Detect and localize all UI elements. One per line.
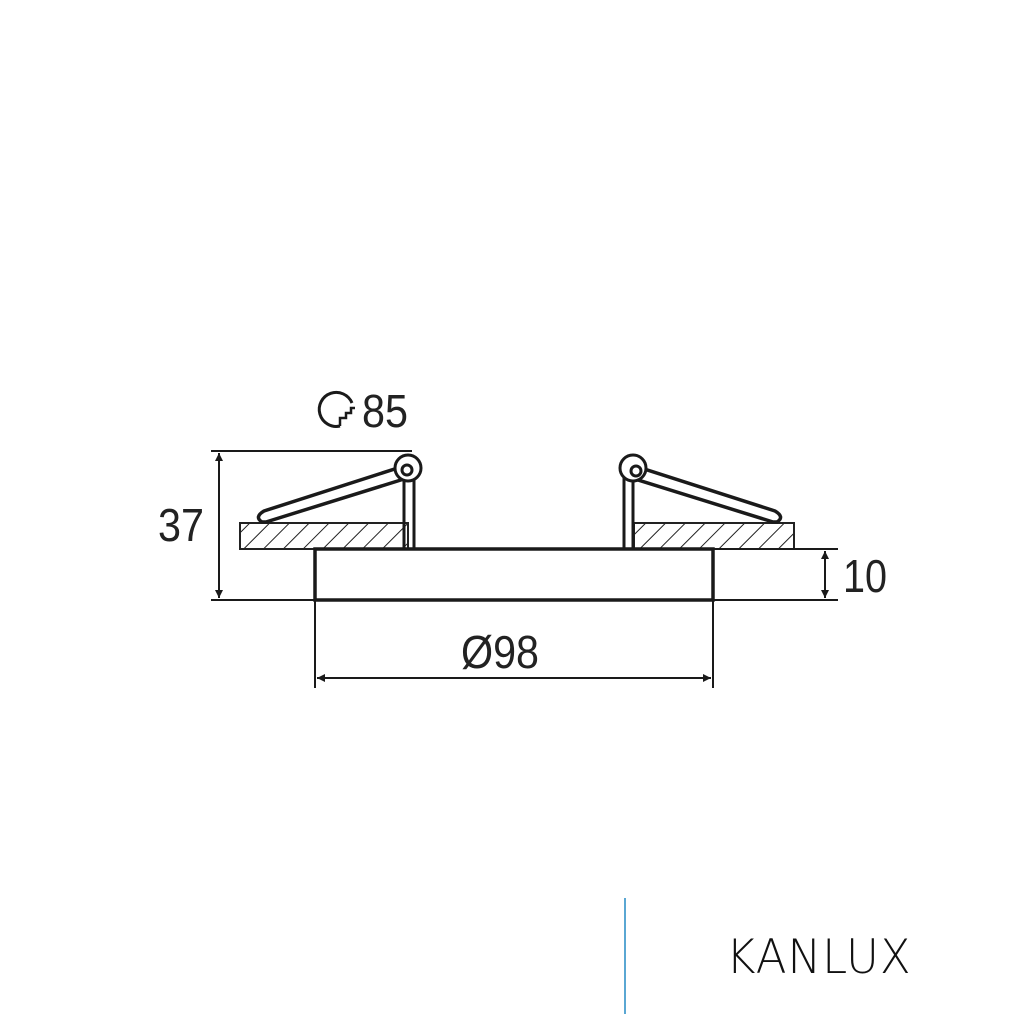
luminaire-body [313, 547, 715, 602]
spring-clip-left [256, 453, 423, 549]
cutout-label: 85 [362, 385, 408, 437]
height-label: 37 [158, 499, 204, 551]
brand-divider [624, 898, 626, 1014]
height-dimension [211, 450, 412, 601]
body-height-label: 10 [843, 550, 887, 602]
diameter-label: Ø98 [461, 626, 539, 678]
ceiling-section-right [633, 522, 795, 550]
ceiling-cutout-icon [317, 390, 355, 428]
brand-logo: KANLUX [726, 928, 912, 985]
spring-clip-right [618, 453, 783, 549]
diameter-dimension [314, 600, 714, 688]
body-height-dimension [713, 548, 838, 601]
ceiling-section-left [239, 522, 409, 550]
